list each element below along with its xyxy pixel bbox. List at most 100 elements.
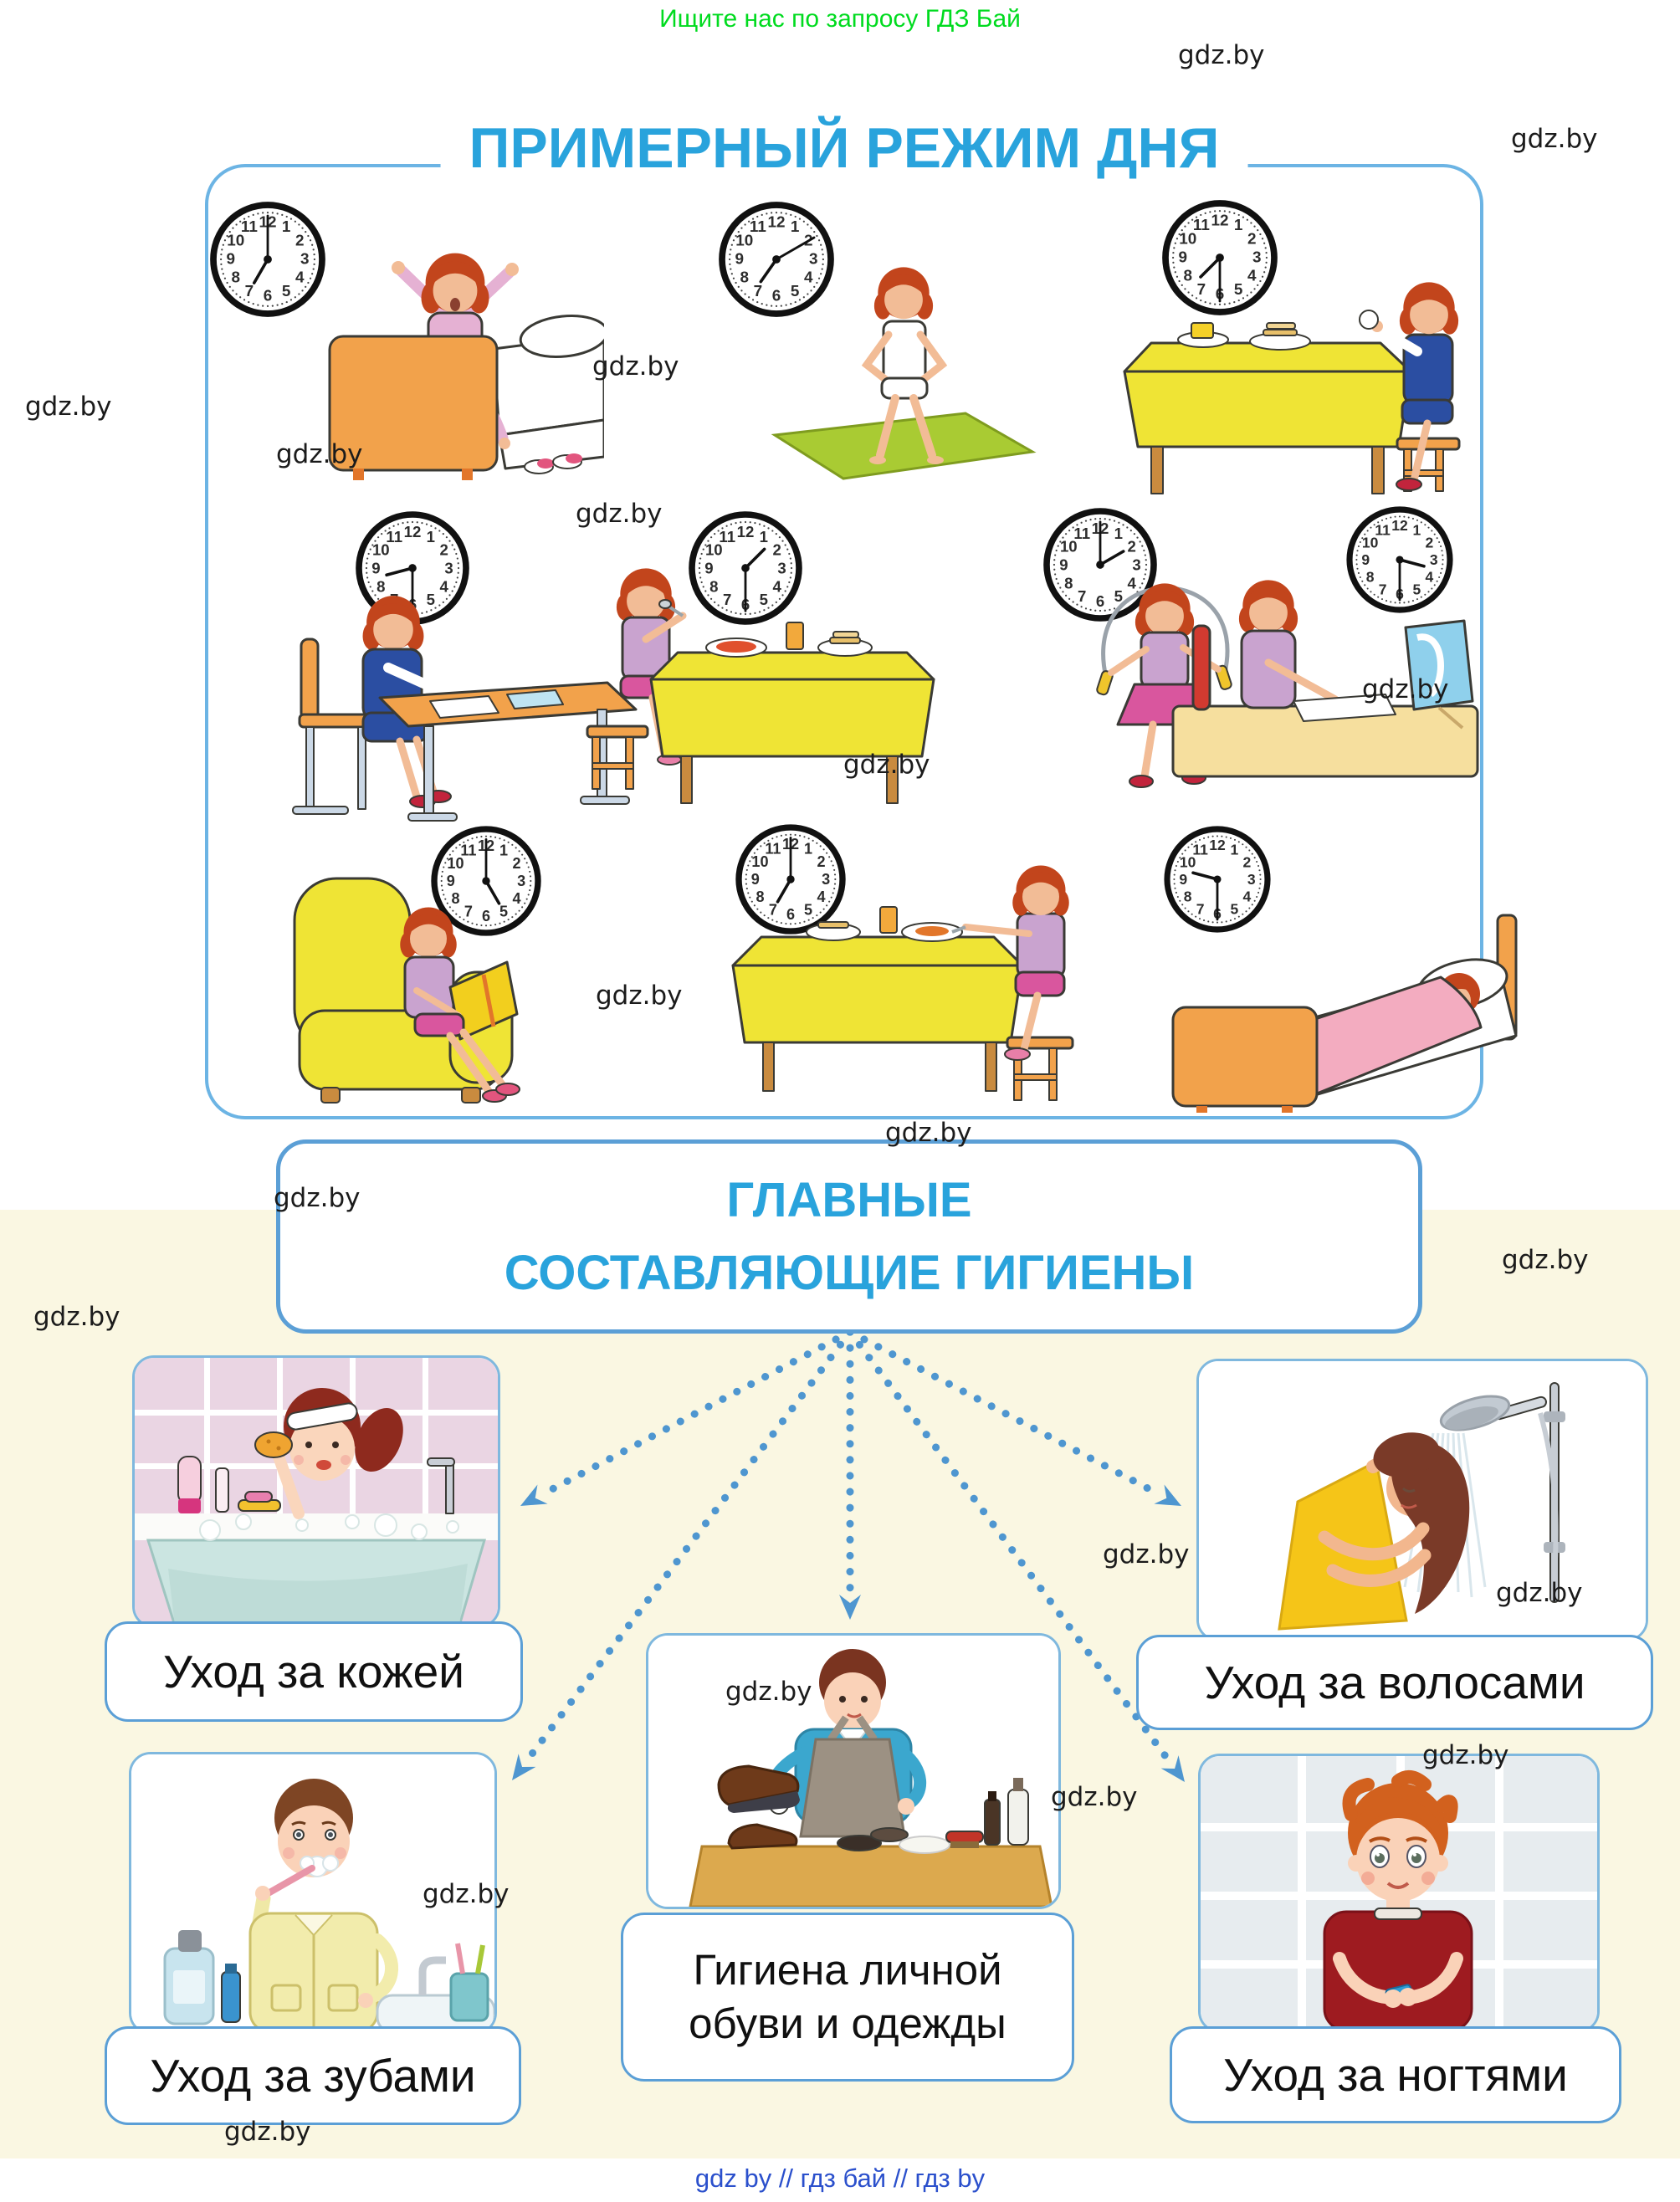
hygiene-title-line2: СОСТАВЛЯЮЩИЕ ГИГИЕНЫ — [504, 1246, 1195, 1300]
svg-text:11: 11 — [1073, 525, 1090, 542]
svg-text:7: 7 — [1379, 581, 1387, 597]
svg-text:3: 3 — [1430, 551, 1438, 568]
svg-text:2: 2 — [773, 541, 781, 559]
svg-text:7: 7 — [769, 902, 777, 919]
footer-links: gdz by // гдз бай // гдз by — [694, 2164, 986, 2193]
svg-text:9: 9 — [751, 871, 760, 888]
svg-text:1: 1 — [1413, 522, 1421, 539]
svg-text:9: 9 — [371, 560, 380, 577]
svg-text:7: 7 — [754, 283, 763, 300]
svg-text:5: 5 — [499, 904, 508, 920]
skin-care-label-text: Уход за кожей — [163, 1645, 464, 1698]
svg-text:3: 3 — [822, 871, 830, 888]
svg-text:8: 8 — [709, 577, 718, 595]
hygiene-title-line1: ГЛАВНЫЕ — [726, 1173, 972, 1227]
svg-text:7: 7 — [1196, 900, 1205, 917]
shoes-clothes-hygiene-label: Гигиена личной обуви и одежды — [621, 1913, 1074, 2082]
homework-illustration — [1171, 580, 1479, 778]
svg-text:10: 10 — [227, 232, 244, 249]
hair-care-label-text: Уход за волосами — [1204, 1656, 1585, 1708]
svg-text:2: 2 — [1242, 854, 1251, 871]
svg-text:3: 3 — [809, 251, 818, 269]
svg-text:8: 8 — [755, 888, 764, 905]
svg-text:4: 4 — [295, 269, 305, 287]
lunch-illustration — [586, 568, 935, 804]
promo-header: Ищите нас по запросу ГДЗ Бай — [659, 5, 1021, 33]
svg-text:11: 11 — [1193, 217, 1210, 234]
gdzby-watermark: gdz.by — [576, 499, 663, 529]
svg-text:11: 11 — [719, 528, 735, 545]
svg-text:4: 4 — [804, 269, 813, 287]
svg-text:8: 8 — [740, 269, 749, 287]
svg-text:12: 12 — [1391, 517, 1408, 534]
svg-text:5: 5 — [760, 591, 768, 608]
svg-text:11: 11 — [1192, 842, 1208, 858]
svg-text:3: 3 — [517, 873, 525, 889]
skin-care-image — [132, 1355, 500, 1628]
svg-text:11: 11 — [386, 528, 402, 545]
svg-text:5: 5 — [1413, 581, 1421, 597]
svg-text:2: 2 — [1425, 535, 1433, 551]
svg-text:11: 11 — [460, 842, 476, 858]
gdzby-watermark: gdz.by — [224, 2117, 311, 2147]
gdzby-watermark: gdz.by — [725, 1677, 812, 1707]
svg-text:4: 4 — [817, 888, 825, 905]
svg-text:1: 1 — [760, 528, 768, 545]
gdzby-watermark: gdz.by — [1511, 124, 1598, 154]
svg-text:2: 2 — [817, 853, 825, 870]
svg-text:8: 8 — [231, 269, 240, 287]
svg-text:9: 9 — [1361, 551, 1370, 568]
svg-text:10: 10 — [735, 232, 753, 249]
svg-text:12: 12 — [767, 213, 785, 231]
svg-text:4: 4 — [512, 890, 520, 907]
svg-text:7: 7 — [1197, 281, 1206, 299]
svg-text:3: 3 — [1132, 556, 1140, 574]
svg-text:1: 1 — [804, 840, 812, 857]
dotted-arrows — [512, 1328, 1185, 1782]
gdzby-watermark: gdz.by — [1362, 674, 1449, 704]
school-lessons-illustration — [292, 596, 638, 822]
svg-text:3: 3 — [1247, 871, 1256, 888]
svg-text:5: 5 — [427, 591, 435, 608]
svg-text:9: 9 — [735, 251, 745, 269]
svg-text:5: 5 — [1234, 281, 1243, 299]
shoes-label-line1: Гигиена личной — [693, 1946, 1002, 1995]
svg-text:1: 1 — [499, 842, 508, 858]
svg-text:9: 9 — [1179, 249, 1188, 267]
svg-text:4: 4 — [440, 577, 449, 595]
svg-text:12: 12 — [404, 523, 422, 540]
svg-text:1: 1 — [1234, 217, 1243, 234]
svg-text:12: 12 — [1211, 212, 1228, 229]
svg-text:8: 8 — [451, 890, 459, 907]
teeth-care-label-text: Уход за зубами — [150, 2049, 476, 2102]
svg-text:8: 8 — [1366, 568, 1375, 585]
svg-text:10: 10 — [751, 853, 768, 870]
svg-text:1: 1 — [791, 218, 800, 236]
gdzby-watermark: gdz.by — [1422, 1740, 1509, 1770]
svg-text:10: 10 — [372, 541, 390, 559]
svg-text:9: 9 — [704, 560, 713, 577]
svg-text:3: 3 — [777, 560, 786, 577]
hair-care-image-art — [1199, 1361, 1646, 1639]
hygiene-title-box: ГЛАВНЫЕ СОСТАВЛЯЮЩИЕ ГИГИЕНЫ — [276, 1139, 1422, 1334]
svg-text:12: 12 — [1209, 837, 1226, 853]
nail-care-image — [1198, 1754, 1600, 2033]
gdzby-watermark: gdz.by — [596, 981, 683, 1011]
shoes-label-line2: обуви и одежды — [689, 2000, 1006, 2047]
svg-text:5: 5 — [804, 902, 812, 919]
skin-care-label: Уход за кожей — [105, 1621, 523, 1722]
svg-text:3: 3 — [444, 560, 453, 577]
sleep-illustration — [1171, 914, 1518, 1113]
shoes-clothes-hygiene-image — [646, 1633, 1061, 1909]
hair-care-label: Уход за волосами — [1136, 1635, 1653, 1730]
svg-text:9: 9 — [227, 251, 236, 269]
gdzby-watermark: gdz.by — [274, 1183, 361, 1213]
